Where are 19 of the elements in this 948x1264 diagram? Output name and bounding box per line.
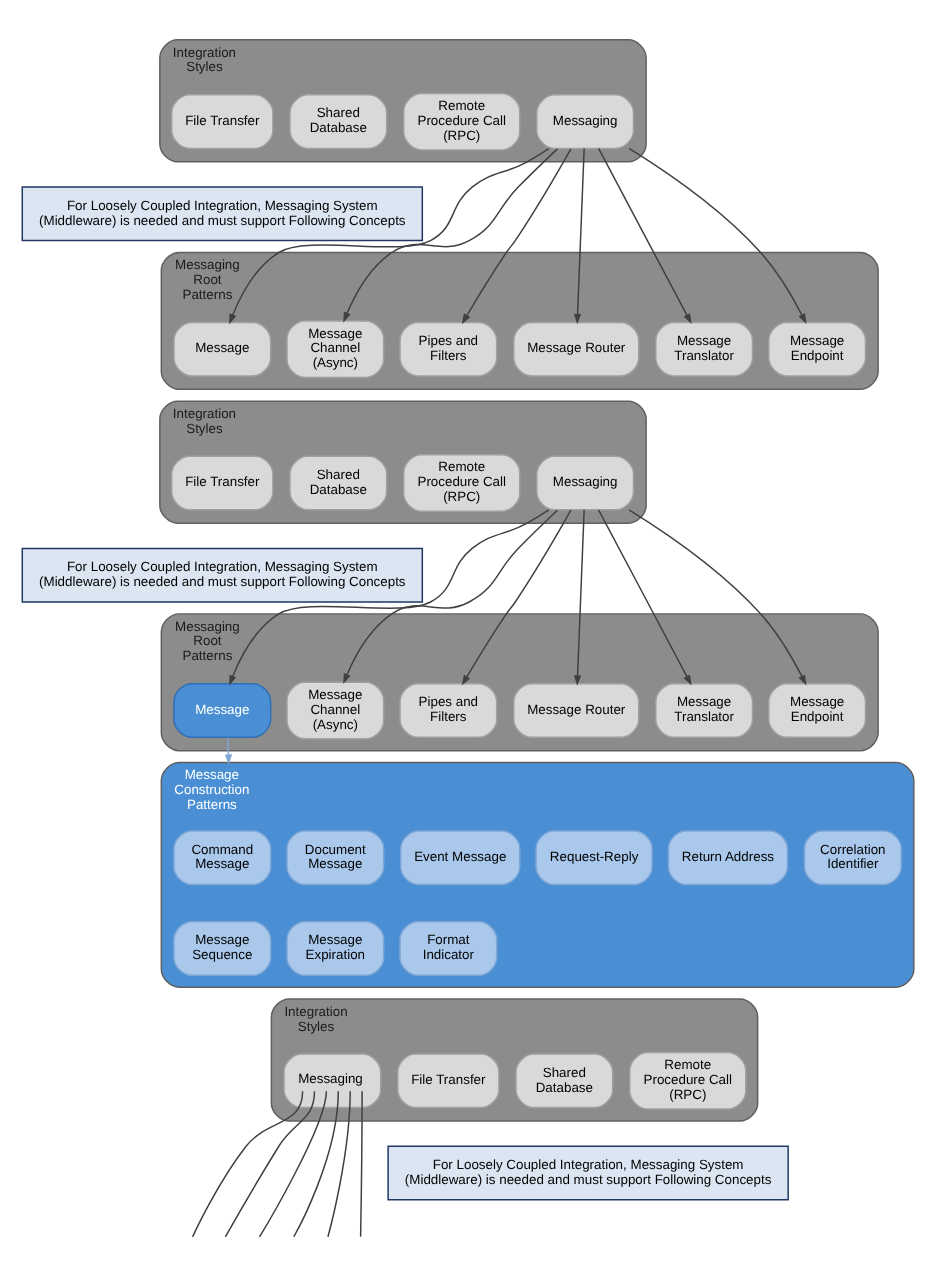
arrow (343, 508, 559, 683)
arrow (573, 508, 585, 685)
arrow (628, 146, 807, 323)
arrow (229, 146, 550, 324)
connector (327, 1089, 351, 1237)
arrow (597, 508, 692, 685)
arrow (461, 147, 572, 324)
arrow (461, 508, 572, 685)
arrow (597, 146, 692, 324)
connector (224, 1089, 316, 1237)
arrow (229, 508, 550, 685)
connector (258, 1089, 328, 1237)
arrow (628, 508, 807, 685)
arrow (343, 147, 559, 322)
connector (293, 1089, 340, 1237)
connector (191, 1089, 304, 1237)
arrow (573, 146, 585, 324)
arrow (224, 736, 233, 764)
connector (359, 1089, 363, 1237)
